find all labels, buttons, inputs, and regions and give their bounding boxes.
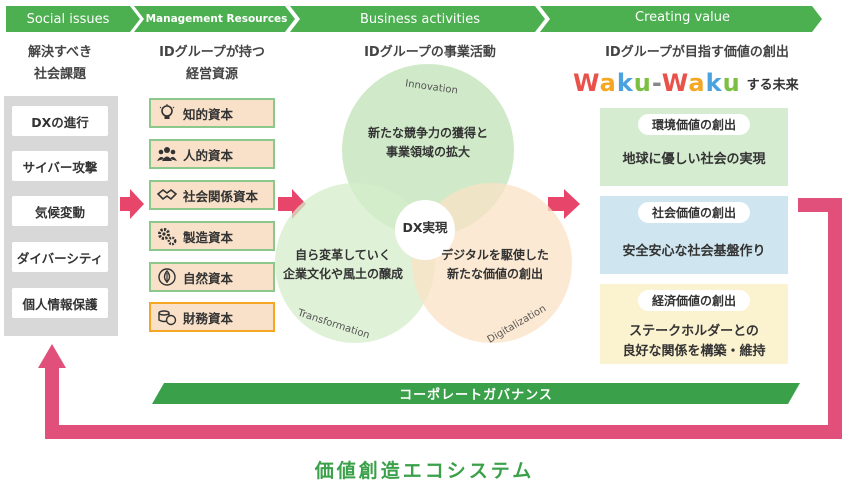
header-chevron-resources (134, 6, 295, 32)
dx-center-circle (395, 200, 455, 260)
lightbulb-icon (155, 101, 179, 125)
waku-letter: k (616, 69, 634, 97)
value-title: 社会価値の創出 (637, 202, 751, 223)
resource-item: 財務資本 (149, 302, 275, 332)
subtitle-issues: 解決すべき 社会課題 (8, 42, 112, 86)
digitalization-line2: 新たな価値の創出 (446, 267, 543, 281)
value-box-economic: 経済価値の創出 ステークホルダーとの 良好な関係を構築・維持 (600, 284, 788, 364)
resource-label: 自然資本 (183, 270, 234, 286)
waku-letter: u (722, 69, 741, 97)
waku-letter: a (688, 69, 706, 97)
waku-waku-logo: Waku-Waku する未来 (573, 68, 799, 98)
header-social-issues: Social issues (26, 11, 110, 27)
value-line1: 地球に優しい社会の実現 (622, 152, 766, 167)
subtitle-activities: IDグループの事業活動 (364, 45, 496, 60)
digitalization-line1: デジタルを駆使した (441, 248, 549, 262)
value-line2: 良好な関係を構築・維持 (622, 344, 766, 359)
header-chevron-value (540, 6, 822, 32)
resource-item: 社会関係資本 (149, 180, 275, 210)
people-icon (155, 142, 179, 166)
waku-letter: k (705, 69, 723, 97)
subtitle-resources-line1: IDグループが持つ (159, 45, 265, 60)
waku-letter: W (661, 69, 689, 97)
innovation-line1: 新たな競争力の獲得と (367, 126, 488, 140)
resource-item: 知的資本 (149, 98, 275, 128)
resource-label: 社会関係資本 (183, 188, 259, 204)
transformation-text: 自ら変革していく 企業文化や風土の醸成 (278, 246, 408, 284)
leaf-icon (155, 265, 179, 289)
value-title: 環境価値の創出 (637, 114, 751, 135)
header-chevron-activities (290, 6, 545, 32)
waku-letter: u (633, 69, 652, 97)
arrow-issues-to-resources (120, 189, 144, 219)
coins-icon (155, 305, 179, 329)
resource-label: 知的資本 (183, 106, 234, 122)
header-chevrons (6, 6, 822, 32)
governance-band (152, 383, 800, 404)
feedback-loop-line (45, 198, 842, 439)
resource-label: 製造資本 (183, 229, 234, 245)
resource-item: 自然資本 (149, 262, 275, 292)
waku-letter: a (599, 69, 617, 97)
footer-title: 価値創造エコシステム (314, 460, 535, 482)
resource-item: 製造資本 (149, 221, 275, 251)
feedback-loop-arrowhead (38, 344, 66, 368)
subtitle-resources-line2: 経営資源 (185, 67, 238, 82)
header-management-resources: Management Resources (145, 13, 288, 25)
issue-item: 気候変動 (12, 196, 108, 226)
resource-item: 人的資本 (149, 139, 275, 169)
subtitle-value: IDグループが目指す価値の創出 (605, 45, 789, 60)
gears-icon (155, 224, 179, 248)
subtitle-issues-line2: 社会課題 (33, 67, 86, 82)
innovation-text: 新たな競争力の獲得と 事業領域の拡大 (348, 124, 508, 162)
innovation-line2: 事業領域の拡大 (385, 145, 470, 159)
value-box-environment: 環境価値の創出 地球に優しい社会の実現 (600, 108, 788, 186)
issue-item: サイバー攻撃 (12, 151, 108, 181)
resource-label: 財務資本 (183, 310, 234, 326)
issue-item: DXの進行 (12, 106, 108, 136)
value-line1: ステークホルダーとの (629, 324, 759, 339)
value-box-social: 社会価値の創出 安全安心な社会基盤作り (600, 196, 788, 274)
governance-label: コーポレートガバナンス (399, 388, 553, 403)
subtitle-issues-line1: 解決すべき (27, 45, 93, 60)
issue-item: 個人情報保護 (12, 288, 108, 318)
resource-label: 人的資本 (183, 147, 234, 163)
arrow-activities-to-value (548, 189, 580, 219)
transformation-circle (275, 183, 435, 343)
dx-center-label: DX実現 (402, 220, 448, 235)
waku-letter: - (651, 69, 662, 97)
digitalization-text: デジタルを駆使した 新たな価値の創出 (430, 246, 560, 284)
handshake-icon (155, 183, 179, 207)
header-business-activities: Business activities (359, 11, 481, 27)
header-chevron-social (6, 6, 140, 32)
value-title: 経済価値の創出 (637, 290, 751, 311)
subtitle-resources: IDグループが持つ 経営資源 (140, 42, 284, 86)
waku-letter: W (573, 69, 600, 97)
waku-suffix: する未来 (746, 77, 799, 93)
transformation-line2: 企業文化や風土の醸成 (282, 267, 403, 281)
transformation-line1: 自ら変革していく (295, 248, 391, 262)
value-line1: 安全安心な社会基盤作り (622, 244, 766, 259)
issue-item: ダイバーシティ (12, 242, 108, 272)
header-creating-value: Creating value (635, 9, 730, 25)
waku-waku-wordmark: Waku-Waku (573, 69, 741, 97)
